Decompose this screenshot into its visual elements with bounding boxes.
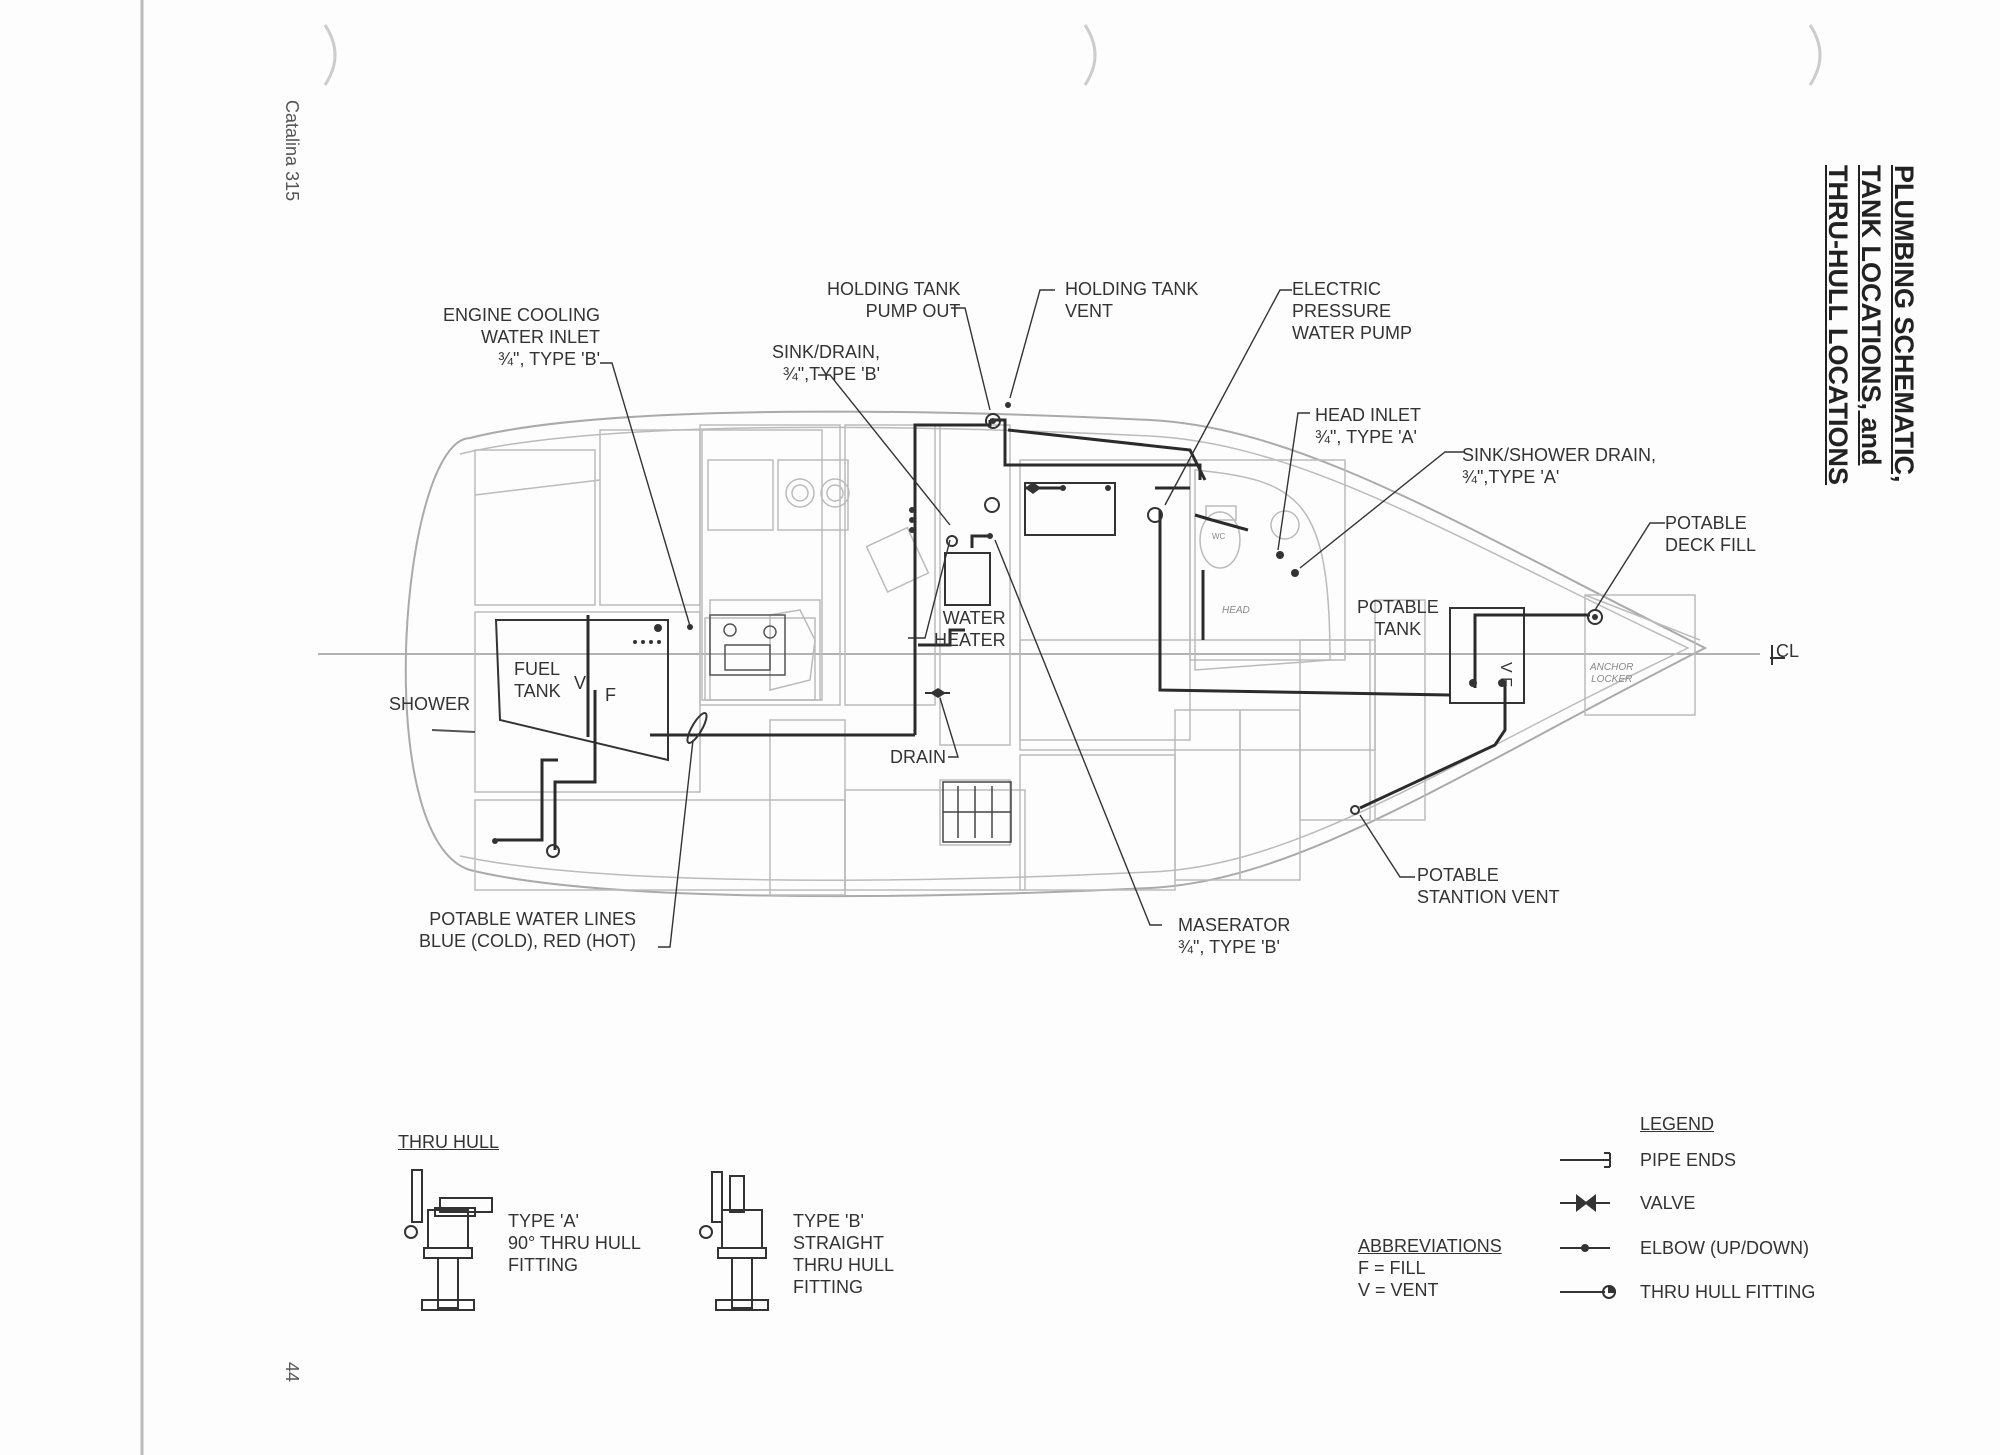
- punch-hole-1: [323, 24, 337, 86]
- breaker-panel: [942, 781, 1012, 843]
- label-potable-deck-fill: POTABLE DECK FILL: [1665, 513, 1757, 555]
- label-potable-stantion-vent: POTABLE STANTION VENT: [1417, 865, 1560, 907]
- label-holding-tank-vent: HOLDING TANK VENT: [1065, 279, 1199, 321]
- label-anchor-locker: ANCHOR LOCKER: [1590, 662, 1634, 685]
- hull-inner-outline: [459, 426, 1690, 881]
- label-centerline: CL: [1776, 641, 1800, 661]
- label-holding-tank-pump-out: HOLDING TANK PUMP OUT: [827, 279, 961, 321]
- punch-hole-2: [1083, 24, 1097, 86]
- legend-pipe-ends: PIPE ENDS: [1640, 1150, 1737, 1170]
- title-line-3: THRU-HULL LOCATIONS: [1823, 165, 1853, 485]
- legend-thru-hull-fitting: THRU HULL FITTING: [1640, 1282, 1816, 1302]
- potable-tank: [1449, 607, 1525, 704]
- legend-elbow: ELBOW (UP/DOWN): [1640, 1238, 1809, 1258]
- label-head: HEAD: [1222, 605, 1250, 616]
- punch-hole-3: [1808, 24, 1822, 86]
- abbreviation-fill: F = FILL: [1358, 1258, 1426, 1278]
- centerline-symbol: [1770, 645, 1785, 665]
- interior-outlines: [474, 424, 1701, 896]
- hull-outline: [404, 410, 1708, 898]
- strainer: [686, 712, 708, 744]
- shower-wand: [431, 729, 476, 733]
- label-sink-drain: SINK/DRAIN, ¾",TYPE 'B': [772, 342, 881, 384]
- fuel-vent-mark: V: [574, 673, 587, 693]
- legend-heading: LEGEND: [1640, 1114, 1715, 1134]
- fuel-tank: [494, 619, 669, 762]
- label-maserator: MASERATOR ¾", TYPE 'B': [1178, 915, 1291, 957]
- engine-block: [709, 614, 786, 676]
- abbreviations-heading: ABBREVIATIONS: [1358, 1236, 1502, 1256]
- legend-symbols: [1560, 1152, 1617, 1299]
- fittings: [492, 402, 1603, 858]
- title-line-2: TANK LOCATIONS, and: [1856, 165, 1886, 466]
- abbreviation-vent: V = VENT: [1358, 1280, 1439, 1300]
- label-engine-cooling-water-inlet: ENGINE COOLING WATER INLET ¾", TYPE 'B': [443, 305, 601, 369]
- label-wc: WC: [1212, 532, 1226, 541]
- label-sink-shower-drain: SINK/SHOWER DRAIN, ¾",TYPE 'A': [1462, 445, 1657, 487]
- label-potable-tank: POTABLE TANK: [1357, 597, 1439, 639]
- label-electric-pressure-water-pump: ELECTRIC PRESSURE WATER PUMP: [1292, 279, 1412, 343]
- page-title: PLUMBING SCHEMATIC, TANK LOCATIONS, and …: [1821, 165, 1920, 485]
- fuel-fill-mark: F: [605, 685, 616, 705]
- legend-valve: VALVE: [1640, 1193, 1696, 1213]
- thru-hull-type-b-drawing: [699, 1171, 769, 1311]
- thru-hull-type-a-drawing: [404, 1169, 493, 1311]
- potable-tank-vf-mark: V F: [1497, 662, 1514, 687]
- page-number: 44: [282, 1362, 302, 1383]
- title-line-1: PLUMBING SCHEMATIC,: [1889, 165, 1919, 483]
- label-shower: SHOWER: [389, 694, 470, 714]
- thru-hull-type-a-label: TYPE 'A' 90° THRU HULL FITTING: [508, 1211, 641, 1275]
- label-fuel-tank: FUEL TANK: [514, 659, 561, 701]
- thru-hull-type-b-label: TYPE 'B' STRAIGHT THRU HULL FITTING: [793, 1211, 895, 1297]
- label-water-heater: WATER HEATER: [934, 608, 1006, 650]
- leader-lines: [600, 289, 1665, 948]
- label-drain: DRAIN: [890, 747, 947, 767]
- thru-hull-heading: THRU HULL: [398, 1132, 500, 1152]
- water-heater-box: [944, 552, 991, 606]
- label-potable-water-lines: POTABLE WATER LINES BLUE (COLD), RED (HO…: [419, 909, 637, 951]
- holding-tank: [1024, 482, 1116, 536]
- label-head-inlet: HEAD INLET ¾", TYPE 'A': [1315, 405, 1422, 447]
- side-header: Catalina 315: [282, 100, 302, 202]
